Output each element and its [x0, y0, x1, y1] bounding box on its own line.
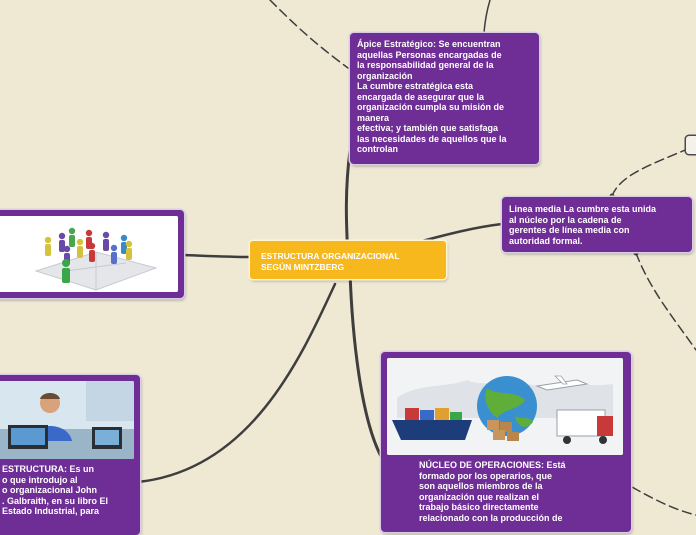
nucleo-operaciones-node[interactable]: NÚCLEO DE OPERACIONES: Está formado por …	[381, 352, 631, 532]
link-central-estructura	[136, 282, 337, 484]
link-top-left	[269, 0, 349, 69]
link-top	[483, 0, 491, 34]
apice-estrategico-node[interactable]: Ápice Estratégico: Se encuentran aquella…	[350, 33, 539, 164]
estructura-text: ESTRUCTURA: Es un o que introdujo al o o…	[2, 464, 109, 516]
link-central-image	[181, 253, 254, 259]
logistics-globe-image	[387, 358, 623, 455]
estructura-node[interactable]: ESTRUCTURA: Es un o que introdujo al o o…	[0, 375, 140, 535]
nucleo-operaciones-text: NÚCLEO DE OPERACIONES: Está formado por …	[419, 460, 566, 523]
linea-media-text: Linea media La cumbre esta unida al núcl…	[509, 204, 657, 246]
offscreen-node[interactable]	[686, 136, 696, 154]
people-puzzle-icon	[0, 216, 178, 292]
linea-media-node[interactable]: Linea media La cumbre esta unida al núcl…	[502, 197, 692, 252]
link-linea-right	[611, 147, 691, 197]
office-worker-image	[0, 381, 134, 459]
link-central-nucleo	[348, 270, 385, 462]
link-linea-down	[635, 252, 696, 351]
central-topic-title: ESTRUCTURA ORGANIZACIONAL SEGÚN MINTZBER…	[261, 251, 400, 272]
central-topic[interactable]: ESTRUCTURA ORGANIZACIONAL SEGÚN MINTZBER…	[250, 241, 446, 279]
link-nucleo-right	[631, 486, 696, 516]
people-puzzle-node[interactable]	[0, 210, 184, 298]
apice-estrategico-text: Ápice Estratégico: Se encuentran aquella…	[357, 39, 507, 154]
